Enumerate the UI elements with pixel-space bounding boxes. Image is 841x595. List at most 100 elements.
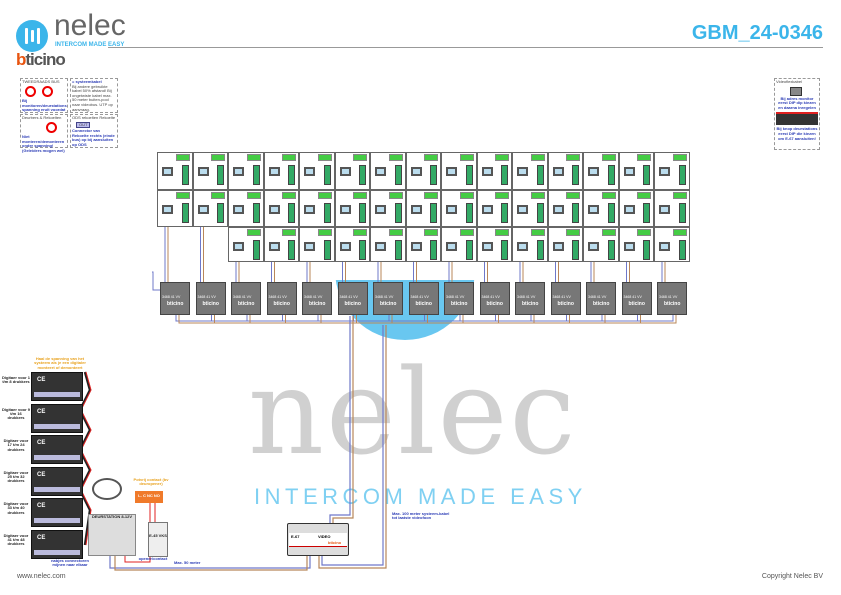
dip-switch-icon bbox=[672, 229, 687, 236]
distributor-brand: bticino bbox=[664, 301, 681, 307]
connector-block-icon bbox=[572, 203, 579, 223]
no-sign-icon bbox=[46, 121, 57, 133]
no-sign-icon bbox=[42, 85, 53, 97]
dip-switch-icon bbox=[282, 229, 296, 236]
bticino-logo: bticino bbox=[16, 50, 66, 69]
watermark-word: nelec bbox=[248, 343, 578, 481]
apartment-cell bbox=[441, 152, 477, 190]
connector-block-icon bbox=[288, 240, 295, 260]
dip-switch-icon bbox=[601, 192, 616, 199]
apartment-cell bbox=[192, 190, 228, 227]
apartment-cell bbox=[228, 190, 264, 227]
distributor-model: 3468 41 VV bbox=[162, 295, 181, 299]
dip-switch-icon bbox=[211, 192, 225, 199]
monitor-icon bbox=[588, 242, 599, 251]
dip-switch-icon bbox=[459, 229, 474, 236]
dip-switch-icon bbox=[776, 112, 818, 126]
apartment-cell bbox=[547, 227, 583, 262]
connector-block-icon bbox=[643, 203, 650, 223]
brand-name: nelec bbox=[54, 9, 126, 42]
distributor-model: 3468 41 VV bbox=[197, 295, 216, 299]
monitor-icon bbox=[162, 167, 173, 176]
dip-switch-icon bbox=[530, 229, 545, 236]
distributor-brand: bticino bbox=[415, 301, 432, 307]
connector-block-icon bbox=[323, 165, 331, 185]
connector-block-icon bbox=[217, 165, 224, 185]
apartment-cell bbox=[157, 190, 193, 227]
wire bbox=[495, 315, 532, 322]
dip-switch-icon bbox=[566, 192, 580, 199]
connector-block-icon bbox=[359, 203, 366, 223]
dip-switch-icon bbox=[353, 154, 367, 161]
wire bbox=[178, 315, 215, 324]
dip-switch-icon bbox=[424, 229, 438, 236]
counter-label: Digitaer voor 33 t/m 40 drukkers bbox=[3, 501, 29, 515]
max50-note: Max. 50 meter bbox=[174, 560, 201, 565]
wire bbox=[318, 325, 387, 569]
monitor-icon bbox=[446, 167, 457, 176]
connector-block-icon bbox=[252, 165, 260, 185]
monitor-icon bbox=[304, 242, 315, 251]
distributor-model: 3468 41 VV bbox=[375, 295, 394, 299]
footer-website[interactable]: www.nelec.com bbox=[17, 573, 66, 580]
connector-block-icon bbox=[572, 165, 579, 185]
connector-block-icon bbox=[643, 240, 650, 260]
monitor-icon bbox=[517, 205, 528, 214]
apartment-cell bbox=[512, 227, 548, 262]
monitor-icon bbox=[339, 205, 351, 214]
dip-switch-icon bbox=[566, 229, 580, 236]
potvrij-title: Potvrij contact (bv deuropener) bbox=[133, 477, 169, 487]
wire bbox=[329, 316, 351, 523]
wire bbox=[282, 315, 319, 322]
wire bbox=[424, 315, 461, 322]
dip-switch-icon bbox=[459, 154, 474, 161]
distributor-brand: bticino bbox=[309, 301, 326, 307]
monitor-icon bbox=[375, 167, 386, 176]
counter-label: Digitaer voor 9 t/m 16 drukkers bbox=[2, 406, 31, 421]
apartment-cell bbox=[583, 227, 619, 262]
connector-block-icon bbox=[572, 240, 579, 260]
apartment-cell bbox=[334, 227, 370, 262]
apartment-cell bbox=[370, 152, 406, 190]
video-distributor: 3468 41 VV bticino bbox=[373, 282, 403, 315]
connector-block-icon bbox=[252, 203, 260, 223]
wire bbox=[317, 315, 354, 322]
wire bbox=[332, 316, 354, 523]
open-label: opener/contact bbox=[138, 556, 168, 561]
apartment-cell bbox=[583, 190, 619, 227]
bticino-logo-rest: ticino bbox=[25, 50, 65, 69]
dip-switch-icon bbox=[246, 192, 261, 199]
dip-switch-icon bbox=[317, 192, 332, 199]
connector-block-icon bbox=[678, 165, 686, 185]
monitor-icon bbox=[588, 205, 599, 214]
dip-switch-icon bbox=[388, 154, 403, 161]
distributor-brand: bticino bbox=[380, 301, 397, 307]
wire bbox=[637, 315, 674, 322]
connector-block-icon bbox=[323, 240, 331, 260]
distributor-brand: bticino bbox=[486, 301, 503, 307]
apartment-cell bbox=[263, 190, 299, 227]
dip-switch-icon bbox=[175, 192, 190, 199]
distributor-model: 3468 41 VV bbox=[552, 295, 571, 299]
document-code: GBM_24-0346 bbox=[691, 22, 823, 44]
distributor-model: 3468 41 VV bbox=[623, 295, 642, 299]
distributor-brand: bticino bbox=[238, 301, 255, 307]
legend-syskabel-note: Bij andere gebruikte kabel 50% afstand! … bbox=[72, 83, 113, 112]
apartment-cell bbox=[476, 152, 512, 190]
apartment-cell bbox=[370, 190, 406, 227]
apartment-cell bbox=[405, 190, 441, 227]
dip-switch-icon bbox=[424, 154, 438, 161]
wire bbox=[249, 315, 286, 324]
door-station bbox=[88, 514, 136, 556]
monitor-icon bbox=[588, 167, 599, 176]
controller-brand: bticino bbox=[328, 540, 342, 545]
apartment-cell bbox=[476, 227, 512, 262]
wire bbox=[462, 315, 499, 324]
monitor-icon bbox=[481, 242, 493, 251]
wire bbox=[498, 315, 535, 324]
wire bbox=[533, 315, 570, 324]
